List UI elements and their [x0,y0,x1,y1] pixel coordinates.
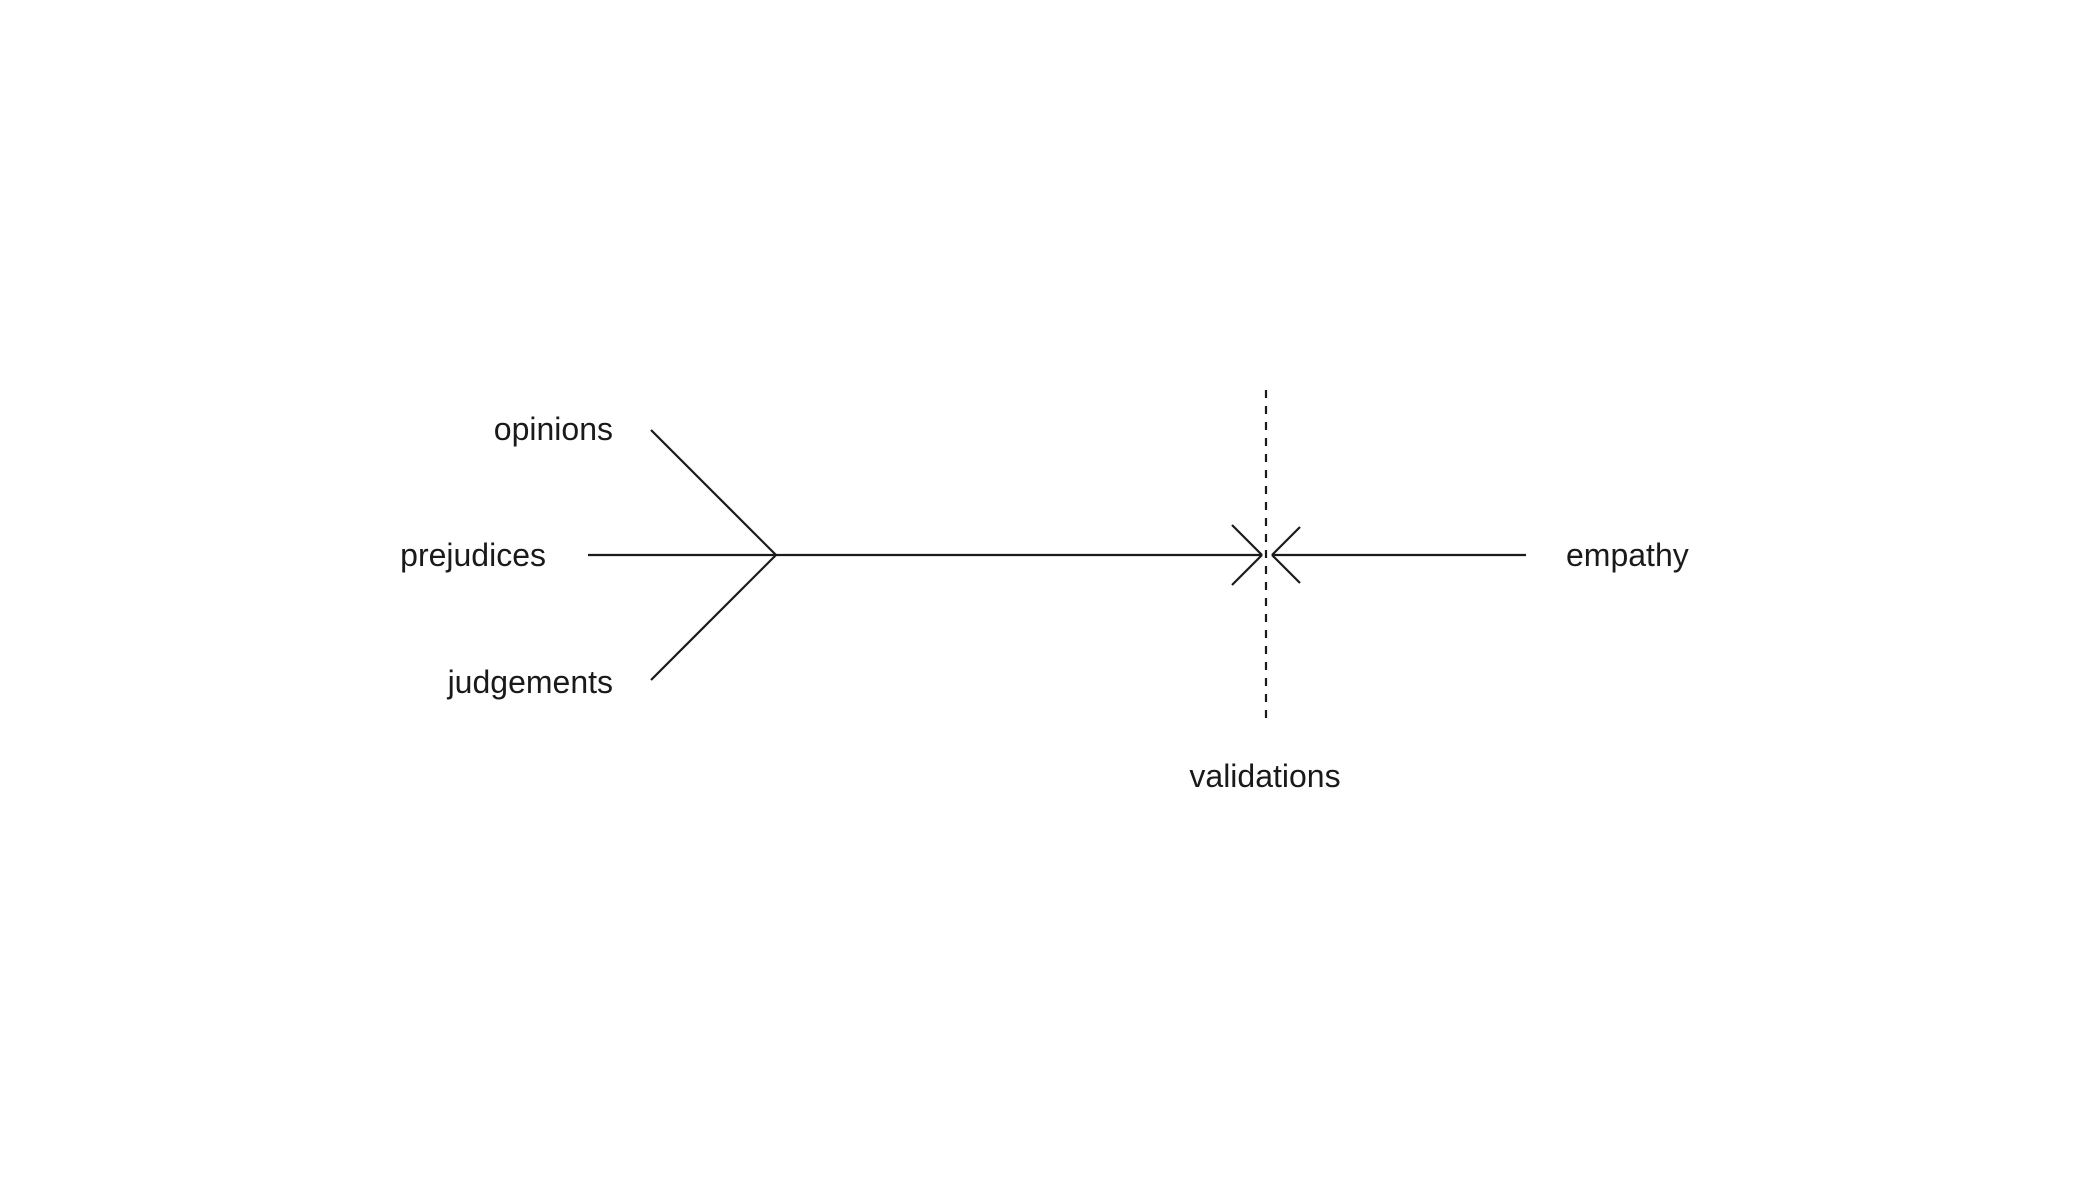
empathy-arrowhead-upper [1271,526,1301,556]
label-prejudices: prejudices [400,537,546,573]
main-arrowhead-upper [1231,524,1263,556]
opinions-branch-line [650,429,777,556]
judgements-branch-line [650,554,777,681]
label-opinions: opinions [494,411,613,447]
empathy-arrowhead-lower [1271,554,1301,584]
label-empathy: empathy [1566,537,1689,573]
label-validations: validations [1189,758,1340,794]
main-arrowhead-lower [1231,554,1263,586]
label-judgements: judgements [447,664,613,700]
